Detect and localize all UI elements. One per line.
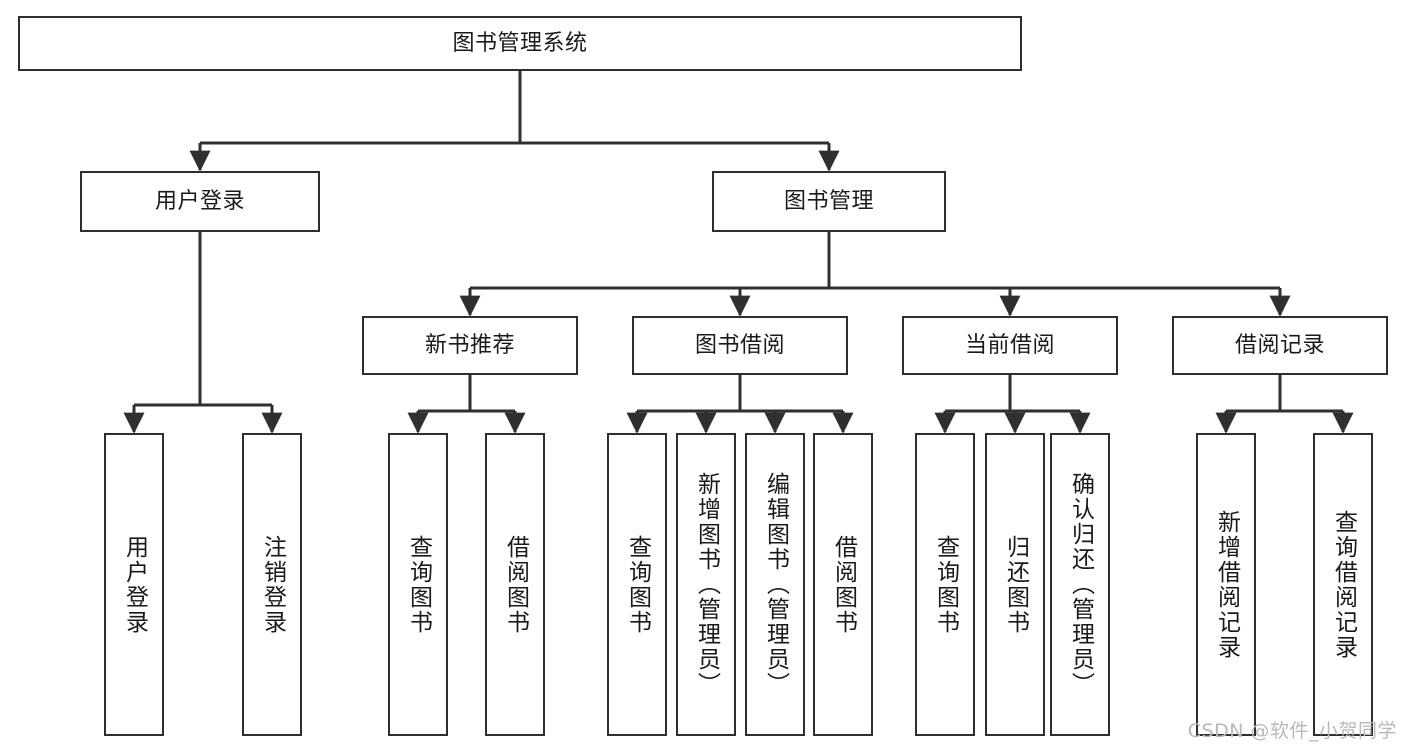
node-leaf-book-add[interactable]: 新增图书（管理员） [676,433,736,736]
node-label: 图书管理 [783,188,874,214]
node-label: 借阅图书 [502,534,529,635]
node-book-borrow[interactable]: 图书借阅 [632,316,848,375]
node-leaf-user-logout[interactable]: 注销登录 [242,433,302,736]
node-book-manage[interactable]: 图书管理 [712,171,946,232]
node-new-book-rec[interactable]: 新书推荐 [362,316,578,375]
node-label: 注销登录 [259,534,286,635]
node-leaf-cur-confirm[interactable]: 确认归还（管理员） [1050,433,1110,736]
node-label: 归还图书 [1002,534,1029,635]
node-leaf-rec-borrow[interactable]: 借阅图书 [485,433,545,736]
node-label: 编辑图书（管理员） [762,472,789,697]
node-leaf-rec-query[interactable]: 查询图书 [388,433,448,736]
node-label: 新增借阅记录 [1213,509,1240,660]
node-label: 用户登录 [121,534,148,635]
node-leaf-user-login[interactable]: 用户登录 [104,433,164,736]
node-borrow-record[interactable]: 借阅记录 [1172,316,1388,375]
node-label: 新书推荐 [424,332,515,358]
node-leaf-book-edit[interactable]: 编辑图书（管理员） [745,433,805,736]
node-label: 用户登录 [154,188,245,214]
node-leaf-rec-query2[interactable]: 查询借阅记录 [1313,433,1373,736]
node-leaf-rec-add[interactable]: 新增借阅记录 [1196,433,1256,736]
node-leaf-cur-query[interactable]: 查询图书 [915,433,975,736]
node-label: 借阅图书 [830,534,857,635]
node-leaf-cur-return[interactable]: 归还图书 [985,433,1045,736]
node-label: 查询借阅记录 [1330,509,1357,660]
node-label: 确认归还（管理员） [1067,472,1094,697]
node-current-borrow[interactable]: 当前借阅 [902,316,1118,375]
node-label: 查询图书 [405,534,432,635]
node-label: 当前借阅 [964,332,1055,358]
node-leaf-borrow-query[interactable]: 查询图书 [607,433,667,736]
node-label: 图书管理系统 [452,30,588,56]
node-root[interactable]: 图书管理系统 [18,16,1022,71]
node-label: 查询图书 [932,534,959,635]
node-label: 查询图书 [624,534,651,635]
node-label: 借阅记录 [1234,332,1325,358]
node-label: 图书借阅 [694,332,785,358]
node-leaf-book-borrow[interactable]: 借阅图书 [813,433,873,736]
node-user-login[interactable]: 用户登录 [80,171,320,232]
node-label: 新增图书（管理员） [693,472,720,697]
